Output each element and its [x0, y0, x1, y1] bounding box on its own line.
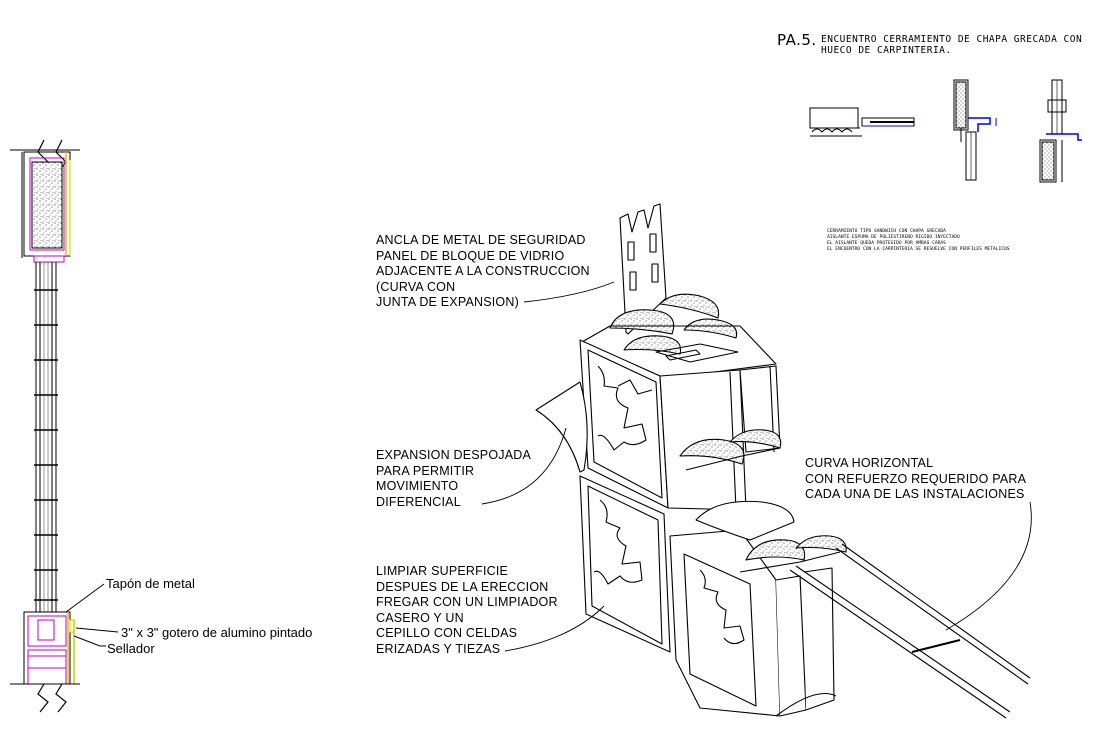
callout-anchor-line-4: (CURVA CON — [376, 279, 456, 294]
callout-cleaning-line-1: LIMPIAR SUPERFICIE — [376, 564, 509, 578]
callout-cleaning: LIMPIAR SUPERFICIE DESPUES DE LA ERECCIO… — [376, 564, 558, 657]
callout-horizontal-line-2: CON REFUERZO REQUERIDO PARA — [805, 471, 1027, 486]
callout-cleaning-line-4: CASERO Y UN — [376, 610, 464, 625]
callout-expansion-line-2: PARA PERMITIR — [376, 463, 475, 478]
detail-plan — [809, 107, 915, 137]
callout-anchor: ANCLA DE METAL DE SEGURIDAD PANEL DE BLO… — [376, 233, 590, 311]
label-drip: 3" x 3" gotero de alumino pintado — [121, 625, 313, 640]
note-3: EL AISLANTE QUEDA PROTEGIDO POR AMBAS CA… — [827, 241, 946, 246]
callout-horizontal: CURVA HORIZONTAL CON REFUERZO REQUERIDO … — [805, 456, 1026, 503]
callout-anchor-line-5: JUNTA DE EXPANSION) — [376, 295, 519, 309]
note-1: CERRAMIENTO TIPO SANDWICH CON CHAPA GREC… — [827, 229, 946, 234]
wall-section — [10, 139, 119, 713]
callout-expansion-line-3: MOVIMIENTO — [376, 479, 459, 493]
callout-cleaning-line-3: FREGAR CON UN LIMPIADOR — [376, 595, 558, 609]
callout-expansion: EXPANSION DESPOJADA PARA PERMITIR MOVIMI… — [376, 448, 531, 510]
callout-cleaning-line-5: CEPILLO CON CELDAS — [376, 626, 518, 640]
callout-cleaning-line-2: DESPUES DE LA ERECCION — [376, 579, 549, 594]
callout-cleaning-line-6: ERIZADAS Y TIEZAS — [376, 641, 501, 656]
leader-lines — [481, 281, 1032, 652]
label-sealant: Sellador — [107, 641, 155, 656]
sheet-title-line-2: HUECO DE CARPINTERIA. — [821, 44, 952, 56]
detail-head — [953, 79, 997, 181]
sheet-code: PA.5. — [777, 31, 817, 49]
sheet-notes: CERRAMIENTO TIPO SANDWICH CON CHAPA GREC… — [827, 229, 1010, 253]
callout-horizontal-line-1: CURVA HORIZONTAL — [805, 456, 934, 470]
callout-expansion-line-4: DIFERENCIAL — [376, 494, 461, 509]
callout-expansion-line-1: EXPANSION DESPOJADA — [376, 448, 531, 462]
callout-anchor-line-3: ADJACENTE A LA CONSTRUCCION — [376, 264, 590, 278]
glass-block-iso — [535, 203, 1031, 719]
callout-horizontal-line-3: CADA UNA DE LAS INSTALACIONES — [805, 487, 1025, 501]
note-4: EL ENCUENTRO CON LA CARPINTERIA SE RESUE… — [827, 247, 1010, 252]
callout-anchor-line-1: ANCLA DE METAL DE SEGURIDAD — [376, 233, 586, 247]
callout-anchor-line-2: PANEL DE BLOQUE DE VIDRIO — [376, 248, 565, 263]
sheet-title: ENCUENTRO CERRAMIENTO DE CHAPA GRECADA C… — [821, 34, 1083, 56]
label-cap: Tapón de metal — [106, 576, 195, 591]
note-2: AISLANTE ESPUMA DE POLIESTIRENO RIGIDO I… — [827, 235, 960, 240]
detail-sill — [1039, 79, 1082, 183]
sheet-title-line-1: ENCUENTRO CERRAMIENTO DE CHAPA GRECADA C… — [821, 34, 1083, 45]
